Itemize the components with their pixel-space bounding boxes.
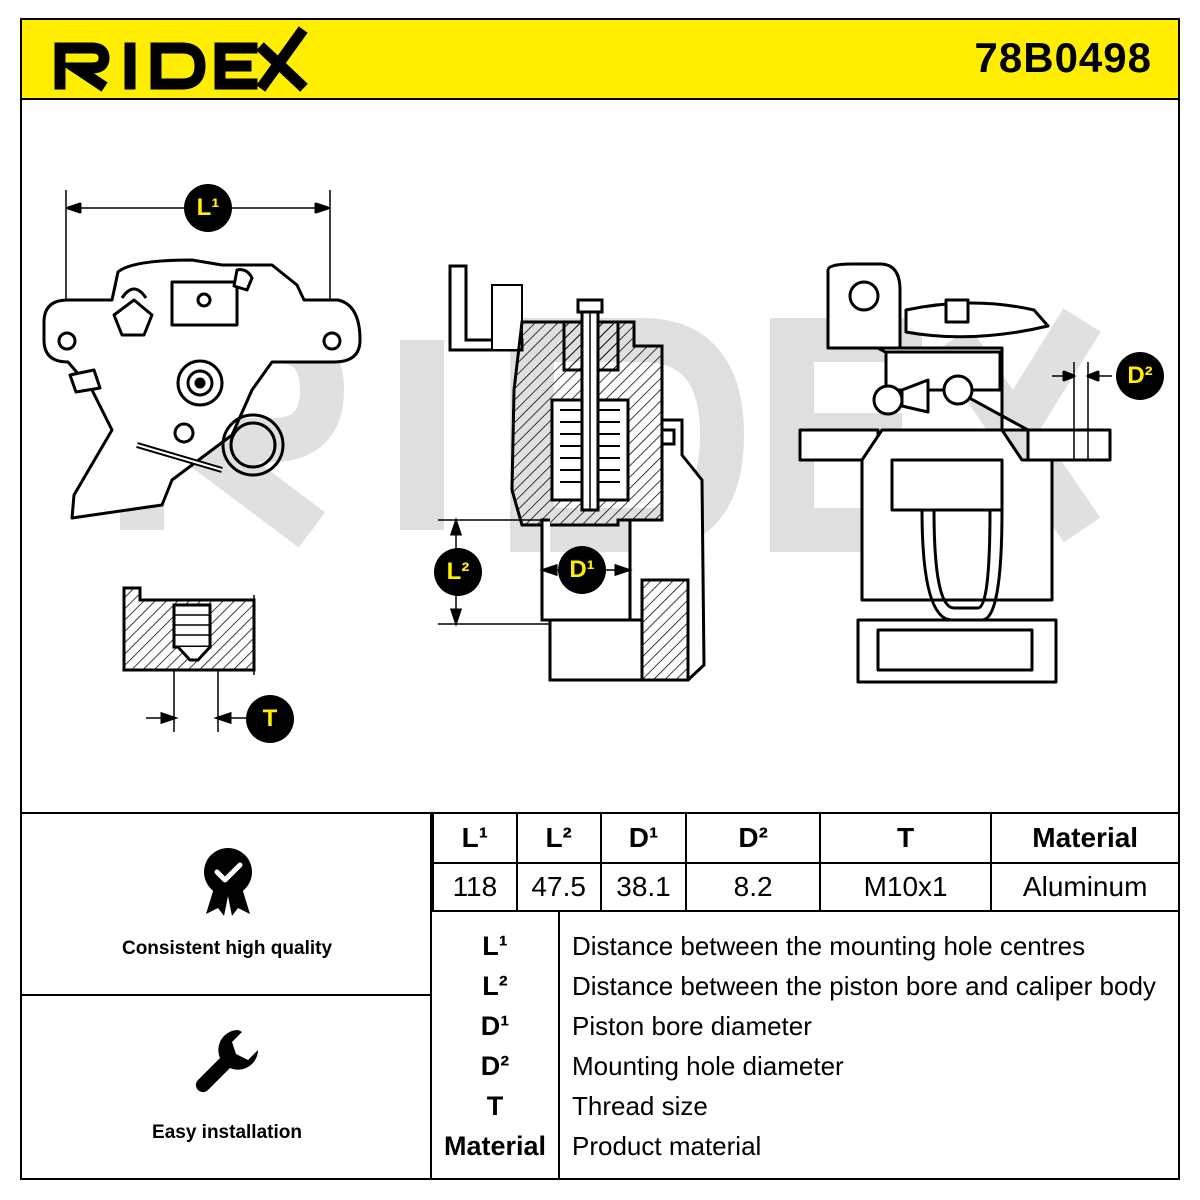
- legend-description: Distance between the mounting hole centr…: [572, 931, 1086, 961]
- legend-row: L² Distance between the piston bore and …: [432, 966, 1178, 1006]
- spec-header-d2: D²: [685, 814, 820, 864]
- spec-header-l1: L¹: [432, 814, 517, 864]
- badge-d2: D²: [1116, 352, 1164, 400]
- technical-drawing-frame: L¹ L² D¹ D² T: [20, 100, 1180, 814]
- legend-row: D¹ Piston bore diameter: [432, 1006, 1178, 1046]
- ridex-logo: [54, 26, 308, 92]
- feature-quality-label: Consistent high quality: [121, 938, 333, 959]
- caliper-technical-drawing: [42, 190, 1112, 732]
- legend-description: Mounting hole diameter: [572, 1051, 844, 1081]
- spec-header-d1: D¹: [599, 814, 687, 864]
- header-bar: 78B0498: [20, 18, 1180, 100]
- spec-table-header-row: L¹ L² D¹ D² T Material: [432, 814, 1179, 864]
- badge-d1: D¹: [558, 546, 606, 594]
- legend-row: D² Mounting hole diameter: [432, 1046, 1178, 1086]
- spec-value-l1: 118: [432, 862, 517, 911]
- legend-panel: L¹ Distance between the mounting hole ce…: [432, 912, 1180, 1180]
- spec-table: L¹ L² D¹ D² T Material 118 47.5 38.1 8.2…: [432, 814, 1180, 912]
- spec-table-value-row: 118 47.5 38.1 8.2 M10x1 Aluminum: [432, 862, 1179, 911]
- legend-row: T Thread size: [432, 1086, 1178, 1126]
- badge-l1: L¹: [184, 184, 232, 232]
- spec-value-d1: 38.1: [599, 862, 687, 911]
- legend-key: Material: [443, 1131, 547, 1161]
- quality-badge-icon: [204, 848, 252, 916]
- thread-section-view: [122, 586, 256, 732]
- caliper-side-view: [798, 262, 1112, 684]
- feature-install: Easy installation: [22, 996, 432, 1178]
- caliper-rear-view: [42, 190, 362, 520]
- spec-value-l2: 47.5: [515, 862, 601, 911]
- caliper-cross-section-view: [438, 264, 706, 682]
- legend-key: L²: [482, 971, 508, 1001]
- features-panel: Consistent high quality Easy installatio…: [20, 814, 432, 1180]
- legend-row: Material Product material: [432, 1126, 1178, 1166]
- badge-l2: L²: [434, 548, 482, 596]
- legend-key: D¹: [480, 1011, 510, 1041]
- feature-install-label: Easy installation: [152, 1122, 302, 1143]
- legend-divider: [558, 912, 560, 1178]
- wrench-icon: [195, 1030, 258, 1093]
- spec-header-material: Material: [990, 814, 1179, 864]
- legend-key: L¹: [482, 931, 508, 961]
- badge-t: T: [246, 695, 294, 743]
- legend-description: Piston bore diameter: [572, 1011, 812, 1041]
- legend-description: Thread size: [572, 1091, 708, 1121]
- legend-key: T: [486, 1091, 504, 1121]
- spec-header-l2: L²: [515, 814, 601, 864]
- legend-row: L¹ Distance between the mounting hole ce…: [432, 926, 1178, 966]
- feature-quality: Consistent high quality: [22, 814, 432, 996]
- spec-value-d2: 8.2: [685, 862, 820, 911]
- spec-value-material: Aluminum: [990, 862, 1179, 911]
- spec-header-t: T: [818, 814, 992, 864]
- legend-description: Product material: [572, 1131, 762, 1161]
- spec-value-t: M10x1: [818, 862, 992, 911]
- part-number: 78B0498: [974, 34, 1152, 81]
- legend-key: D²: [480, 1051, 510, 1081]
- legend-description: Distance between the piston bore and cal…: [572, 971, 1156, 1001]
